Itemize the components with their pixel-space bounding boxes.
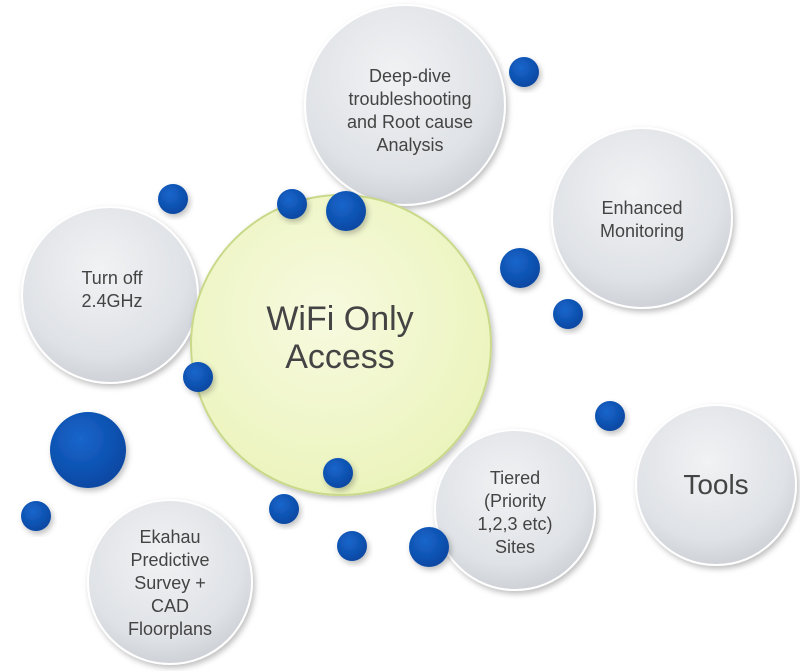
center-label: WiFi Only [266,300,413,338]
bubble-label: Enhanced [601,198,682,218]
bubble-label: Tools [683,469,748,500]
bubble-label: 2.4GHz [81,291,142,311]
bubble-label: Tiered [490,468,540,488]
blue-dot [509,57,539,87]
blue-dot [409,527,449,567]
bubble-label: (Priority [484,491,546,511]
bubble-label: Ekahau [139,527,200,547]
bubble-label: CAD [151,596,189,616]
bubble-label: Survey + [134,573,206,593]
bubble-label: Predictive [130,550,209,570]
bubble-label: 1,2,3 etc) [477,514,552,534]
blue-dot [158,184,188,214]
bubble-ekahau: Ekahau Predictive Survey + CAD Floorplan… [87,499,253,665]
bubble-deep-dive: Deep-dive troubleshooting and Root cause… [304,4,506,206]
bubble-label: troubleshooting [348,89,471,109]
bubble-label: Monitoring [600,221,684,241]
center-label: Access [285,338,395,376]
bubble-label: and Root cause [347,112,473,132]
bubble-label: Floorplans [128,619,212,639]
bubble-label: Turn off [81,268,143,288]
blue-dot [326,191,366,231]
blue-dot [337,531,367,561]
bubble-turn-off-24ghz: Turn off 2.4GHz [21,206,199,384]
bubble-enhanced-monitoring: Enhanced Monitoring [551,127,733,309]
blue-dots [21,57,625,567]
bubble-label: Sites [495,537,535,557]
bubble-label: Deep-dive [369,66,451,86]
bubble-label: Analysis [376,135,443,155]
blue-dot [21,501,51,531]
blue-dot [50,412,126,488]
blue-dot [323,458,353,488]
center-bubble-wifi-only-access: WiFi Only Access [190,194,492,496]
blue-dot [277,189,307,219]
blue-dot [269,494,299,524]
bubble-tools: Tools [635,404,797,566]
bubble-tiered-sites: Tiered (Priority 1,2,3 etc) Sites [434,429,596,591]
blue-dot [183,362,213,392]
blue-dot [553,299,583,329]
blue-dot [500,248,540,288]
blue-dot [595,401,625,431]
